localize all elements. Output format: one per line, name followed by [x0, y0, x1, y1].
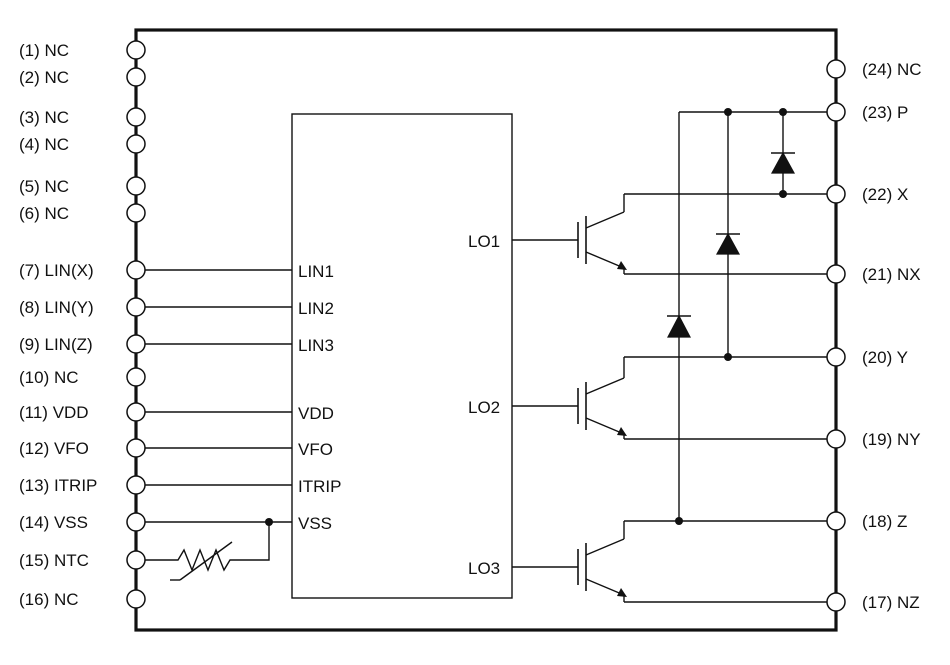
diode-y — [715, 232, 741, 255]
pin-16-label: (16) NC — [19, 590, 79, 609]
ic-output-lo2: LO2 — [468, 398, 500, 417]
junction-dot-y — [724, 353, 732, 361]
igbt-z-emitter-arrow — [617, 588, 627, 597]
junction-dot-p-y — [724, 108, 732, 116]
ic-output-lo3: LO3 — [468, 559, 500, 578]
pin-20-terminal — [826, 347, 846, 367]
igbt-x-emitter-arrow — [617, 261, 627, 270]
pin-3-label: (3) NC — [19, 108, 69, 127]
pin-5-label: (5) NC — [19, 177, 69, 196]
diode-z — [667, 314, 691, 338]
junction-dot-z — [675, 517, 683, 525]
module-frame — [134, 28, 838, 632]
igbt-z-collector-leg — [585, 538, 625, 556]
pin-18-label: (18) Z — [862, 512, 907, 531]
pin-12-terminal — [126, 438, 146, 458]
pin-2-terminal — [126, 67, 146, 87]
junction-dot-vss — [265, 518, 273, 526]
pin-14-label: (14) VSS — [19, 513, 88, 532]
pin-19-label: (19) NY — [862, 430, 921, 449]
pin-15-terminal — [126, 550, 146, 570]
pin-2-label: (2) NC — [19, 68, 69, 87]
pin-7-label: (7) LIN(X) — [19, 261, 94, 280]
ntc-thermistor-slash — [179, 541, 233, 581]
ic-output-lo1: LO1 — [468, 232, 500, 251]
pin-10-label: (10) NC — [19, 368, 79, 387]
igbt-x — [577, 193, 836, 275]
driver-ic-box — [291, 113, 513, 599]
pin-8-label: (8) LIN(Y) — [19, 298, 94, 317]
igbt-y-emitter-leg — [585, 417, 625, 435]
igbt-z — [577, 520, 836, 603]
pin-17-label: (17) NZ — [862, 593, 920, 612]
ic-input-lin1: LIN1 — [298, 262, 334, 281]
pin-18-terminal — [826, 511, 846, 531]
p-bus-group — [667, 108, 836, 525]
pin-21-label: (21) NX — [862, 265, 921, 284]
pin-5-terminal — [126, 176, 146, 196]
pin-4-label: (4) NC — [19, 135, 69, 154]
ic-input-vss: VSS — [298, 514, 332, 533]
pin-11-label: (11) VDD — [19, 403, 89, 422]
ntc-thermistor — [145, 522, 270, 572]
pin-19-terminal — [826, 429, 846, 449]
diode-x — [770, 151, 796, 174]
igbt-x-emitter-leg — [585, 251, 625, 269]
left-pin-group: (1) NC (2) NC (3) NC (4) NC (5) NC (6) N… — [19, 40, 292, 609]
pin-24-label: (24) NC — [862, 60, 922, 79]
pin-16-terminal — [126, 589, 146, 609]
pin-4-terminal — [126, 134, 146, 154]
pin-9-terminal — [126, 334, 146, 354]
igbt-x-collector-leg — [585, 211, 625, 229]
ic-label-group: LIN1 LIN2 LIN3 VDD VFO ITRIP VSS LO1 LO2… — [298, 232, 500, 578]
ic-input-lin2: LIN2 — [298, 299, 334, 318]
pin-6-label: (6) NC — [19, 204, 69, 223]
pin-13-label: (13) ITRIP — [19, 476, 97, 495]
pin-21-terminal — [826, 264, 846, 284]
pin-7-terminal — [126, 260, 146, 280]
pin-15-label: (15) NTC — [19, 551, 89, 570]
ic-input-lin3: LIN3 — [298, 336, 334, 355]
pin-23-terminal — [826, 102, 846, 122]
pin-12-label: (12) VFO — [19, 439, 89, 458]
igbt-y-emitter-arrow — [617, 427, 627, 436]
pin-22-terminal — [826, 184, 846, 204]
pin-20-label: (20) Y — [862, 348, 908, 367]
pin-13-terminal — [126, 475, 146, 495]
junction-dot-x — [779, 190, 787, 198]
ic-input-vdd: VDD — [298, 404, 334, 423]
pin-14-terminal — [126, 512, 146, 532]
ic-input-vfo: VFO — [298, 440, 333, 459]
igbt-y — [577, 356, 836, 440]
pin-9-label: (9) LIN(Z) — [19, 335, 93, 354]
pin-23-label: (23) P — [862, 103, 908, 122]
pin-3-terminal — [126, 107, 146, 127]
pin-24-terminal — [826, 59, 846, 79]
pin-22-label: (22) X — [862, 185, 908, 204]
pin-6-terminal — [126, 203, 146, 223]
igbt-z-emitter-leg — [585, 578, 625, 596]
pin-8-terminal — [126, 297, 146, 317]
right-pin-group: (24) NC (23) P (22) X (21) NX (20) Y (19… — [826, 59, 922, 612]
pin-17-terminal — [826, 592, 846, 612]
pin-1-terminal — [126, 40, 146, 60]
pin-1-label: (1) NC — [19, 41, 69, 60]
pin-10-terminal — [126, 367, 146, 387]
ic-input-itrip: ITRIP — [298, 477, 341, 496]
junction-dot-p-x — [779, 108, 787, 116]
igbt-y-collector-leg — [585, 377, 625, 395]
pin-11-terminal — [126, 402, 146, 422]
